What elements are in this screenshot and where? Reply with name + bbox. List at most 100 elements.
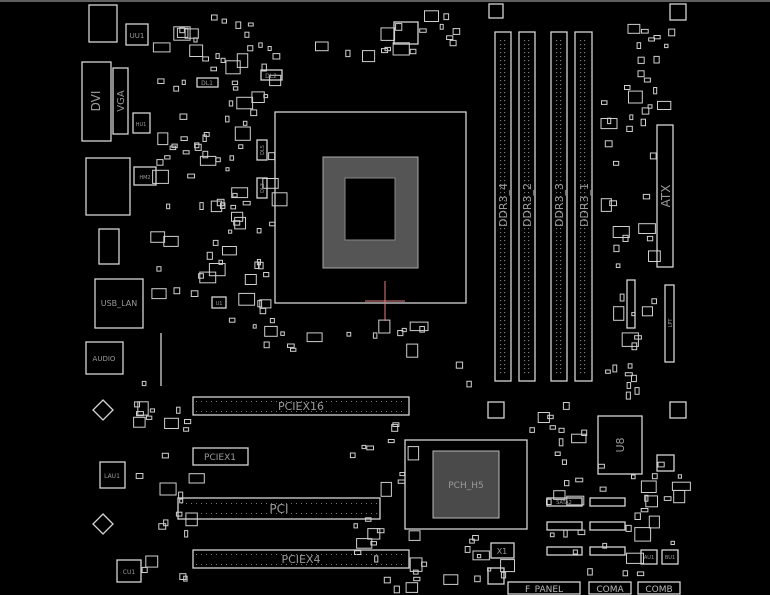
dimm-pin bbox=[524, 228, 526, 230]
slot-pin bbox=[291, 401, 292, 402]
connector-audio[interactable] bbox=[85, 341, 124, 375]
dimm-pin bbox=[580, 268, 582, 270]
slot-pciex4[interactable] bbox=[192, 549, 410, 569]
connector-comb[interactable] bbox=[637, 581, 681, 595]
slot-pin bbox=[276, 554, 277, 555]
connector-sata[interactable] bbox=[546, 497, 583, 507]
dimm-slot-ddr3-2[interactable] bbox=[518, 31, 536, 382]
mounting-hole[interactable] bbox=[92, 399, 114, 421]
slot-pin bbox=[356, 513, 357, 514]
chip-dl2[interactable] bbox=[260, 69, 283, 81]
smd-pad bbox=[238, 144, 244, 150]
connector-sata[interactable] bbox=[589, 497, 626, 507]
connector-sata[interactable] bbox=[546, 521, 583, 531]
mounting-hole[interactable] bbox=[488, 3, 504, 19]
smd-pad bbox=[421, 561, 428, 567]
dimm-pin bbox=[504, 336, 506, 338]
pch-outline[interactable] bbox=[404, 439, 528, 530]
dimm-pin bbox=[504, 88, 506, 90]
dimm-slot-ddr3-1[interactable] bbox=[574, 31, 593, 382]
smd-pad bbox=[409, 557, 423, 572]
dimm-pin bbox=[504, 176, 506, 178]
chip-u1[interactable] bbox=[211, 296, 227, 309]
slot-pin bbox=[381, 411, 382, 412]
dimm-pin bbox=[528, 88, 530, 90]
dimm-pin bbox=[504, 152, 506, 154]
dimm-pin bbox=[556, 252, 558, 254]
mounting-hole[interactable] bbox=[487, 567, 505, 585]
connector-vga[interactable] bbox=[112, 67, 129, 135]
connector-hdmi[interactable] bbox=[85, 157, 131, 216]
chip-hm2[interactable] bbox=[133, 166, 157, 186]
label-pciex4: PCIEX4 bbox=[281, 553, 320, 566]
chip-hu1[interactable] bbox=[132, 112, 151, 134]
label-u1: U1 bbox=[216, 301, 223, 307]
connector-dvi[interactable] bbox=[81, 61, 112, 142]
dimm-pin bbox=[528, 324, 530, 326]
mounting-hole[interactable] bbox=[669, 3, 687, 21]
chip-cu1[interactable] bbox=[116, 559, 142, 583]
slot-pciex1[interactable] bbox=[192, 447, 249, 466]
chip-uu1[interactable] bbox=[125, 23, 149, 46]
dimm-pin bbox=[560, 368, 562, 370]
ps2-connector[interactable] bbox=[88, 4, 118, 43]
smd-pad bbox=[443, 13, 450, 21]
connector-atx[interactable] bbox=[656, 124, 674, 268]
dimm-pin bbox=[584, 356, 586, 358]
dimm-pin bbox=[524, 296, 526, 298]
chip-lau1[interactable] bbox=[99, 461, 126, 489]
dimm-pin bbox=[584, 128, 586, 130]
chip-vrm[interactable] bbox=[393, 21, 419, 45]
connector-fpanel[interactable] bbox=[507, 581, 581, 595]
chip-bu1[interactable] bbox=[661, 549, 679, 565]
slot-pin bbox=[231, 564, 232, 565]
cpu-socket-outline[interactable] bbox=[274, 111, 467, 304]
chip-pch[interactable] bbox=[432, 450, 500, 519]
smd-pad bbox=[626, 552, 644, 564]
dimm-pin bbox=[560, 360, 562, 362]
chip-dl3[interactable] bbox=[256, 177, 268, 199]
connector-sata[interactable] bbox=[546, 546, 583, 556]
slot-pin bbox=[376, 503, 377, 504]
dimm-slot-ddr3-4[interactable] bbox=[494, 31, 512, 382]
smd-pad bbox=[225, 60, 241, 75]
mounting-hole[interactable] bbox=[92, 513, 114, 535]
dimm-pin bbox=[528, 344, 530, 346]
mounting-hole[interactable] bbox=[669, 401, 687, 419]
connector-sata[interactable] bbox=[589, 521, 626, 531]
dimm-pin bbox=[528, 164, 530, 166]
dimm-pin bbox=[584, 292, 586, 294]
dimm-pin bbox=[584, 68, 586, 70]
dimm-pin bbox=[556, 124, 558, 126]
dimm-pin bbox=[556, 280, 558, 282]
connector-header[interactable] bbox=[626, 279, 636, 329]
chip-dl1[interactable] bbox=[196, 77, 219, 88]
smd-pad bbox=[202, 150, 209, 159]
slot-pciex16[interactable] bbox=[192, 396, 410, 416]
smd-pad bbox=[228, 100, 234, 107]
slot-pin bbox=[301, 564, 302, 565]
chip-dl5[interactable] bbox=[256, 139, 268, 161]
dimm-pin bbox=[556, 256, 558, 258]
dimm-pin bbox=[584, 340, 586, 342]
chip-u8[interactable] bbox=[597, 415, 643, 475]
connector-usb-lan[interactable] bbox=[94, 278, 144, 329]
dimm-slot-ddr3-3[interactable] bbox=[550, 31, 568, 382]
smd-pad bbox=[637, 56, 645, 64]
connector-sata[interactable] bbox=[589, 546, 626, 556]
smd-pad bbox=[179, 498, 184, 504]
slot-pci[interactable] bbox=[177, 497, 381, 520]
connector-lpt[interactable] bbox=[664, 284, 675, 363]
dimm-pin bbox=[560, 220, 562, 222]
dimm-pin bbox=[556, 128, 558, 130]
chip-au1[interactable] bbox=[640, 549, 658, 565]
connector-usb[interactable] bbox=[98, 228, 120, 265]
dimm-pin bbox=[524, 208, 526, 210]
mounting-hole[interactable] bbox=[487, 401, 505, 419]
connector-coma[interactable] bbox=[588, 581, 632, 595]
chip-super-io[interactable] bbox=[656, 454, 675, 472]
smd-pad bbox=[657, 461, 665, 468]
crystal-x1[interactable] bbox=[490, 542, 515, 559]
